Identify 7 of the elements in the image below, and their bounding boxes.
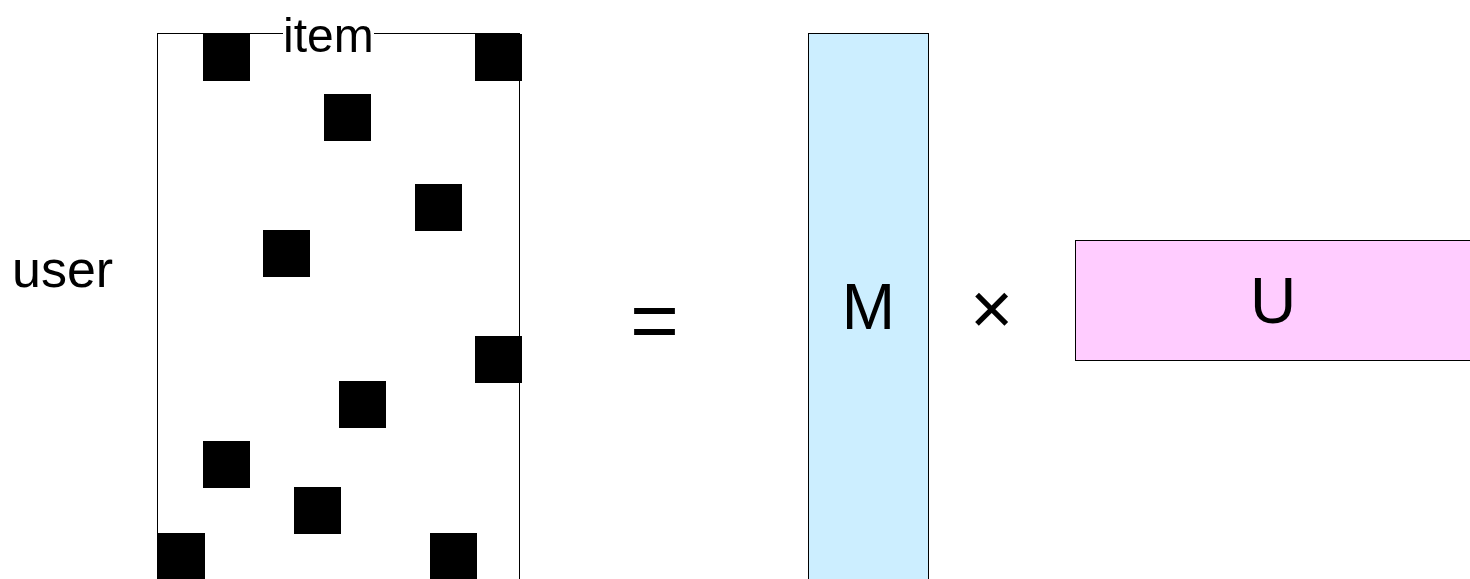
axis-label: user xyxy=(12,243,114,295)
matrix-box xyxy=(1075,240,1470,361)
equals-sign: = xyxy=(630,278,680,362)
matrix-symbol: M xyxy=(841,275,896,339)
matrix-box xyxy=(808,33,929,579)
multiplication-sign: × xyxy=(970,272,1014,346)
matrix-symbol: U xyxy=(1249,268,1297,333)
